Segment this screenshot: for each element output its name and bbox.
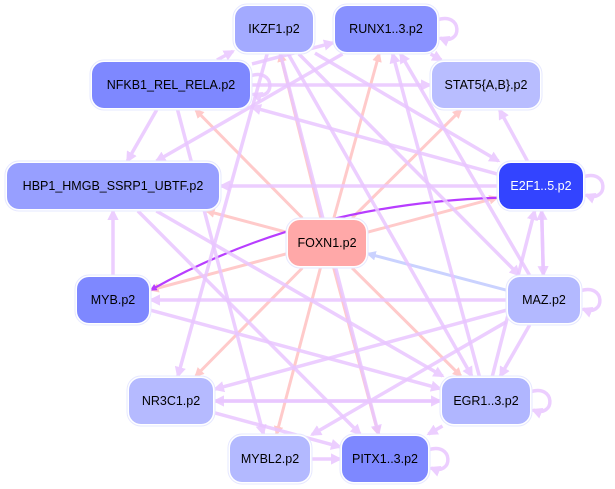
node-label: FOXN1.p2 bbox=[297, 236, 356, 250]
node-box bbox=[499, 163, 583, 209]
node-egr1[interactable]: EGR1..3.p2 bbox=[439, 375, 533, 427]
node-box bbox=[508, 277, 580, 323]
node-label: PITX1..3.p2 bbox=[352, 452, 418, 466]
node-box bbox=[235, 6, 313, 52]
node-label: STAT5{A,B}.p2 bbox=[445, 78, 528, 92]
node-label: MAZ.p2 bbox=[522, 293, 566, 307]
edge-foxn1-to-myb bbox=[149, 252, 287, 293]
node-label: MYB.p2 bbox=[91, 293, 136, 307]
edge-egr1-to-pitx1 bbox=[426, 424, 444, 436]
node-label: EGR1..3.p2 bbox=[453, 394, 518, 408]
node-label: E2F1..5.p2 bbox=[510, 179, 571, 193]
node-e2f1[interactable]: E2F1..5.p2 bbox=[496, 160, 586, 212]
node-box bbox=[129, 378, 213, 424]
edge-maz-to-runx1 bbox=[399, 52, 531, 276]
edge-e2f1-to-e2f1 bbox=[582, 173, 605, 204]
node-hbp1[interactable]: HBP1_HMGB_SSRP1_UBTF.p2 bbox=[4, 160, 222, 212]
edge-hbp1-to-pitx1 bbox=[136, 209, 362, 436]
edge-ikzf1-to-egr1 bbox=[286, 53, 474, 378]
edge-hbp1-to-egr1 bbox=[155, 209, 445, 378]
node-pitx1[interactable]: PITX1..3.p2 bbox=[339, 433, 431, 485]
edge-maz-to-foxn1 bbox=[366, 251, 507, 292]
node-box bbox=[288, 220, 366, 266]
edge-nfkb1-to-ikzf1 bbox=[216, 49, 235, 62]
node-label: RUNX1..3.p2 bbox=[349, 22, 423, 36]
node-box bbox=[230, 436, 310, 482]
node-label: NR3C1.p2 bbox=[142, 394, 200, 408]
edge-runx1-to-stat5 bbox=[429, 50, 444, 62]
node-myb[interactable]: MYB.p2 bbox=[74, 274, 152, 326]
edge-e2f1-to-nfkb1 bbox=[249, 104, 498, 176]
node-foxn1[interactable]: FOXN1.p2 bbox=[285, 217, 369, 269]
edge-nr3c1-to-pitx1 bbox=[214, 411, 343, 450]
edge-egr1-to-egr1 bbox=[529, 388, 552, 419]
node-box bbox=[7, 163, 219, 209]
edge-e2f1-to-stat5 bbox=[498, 108, 529, 162]
node-box bbox=[77, 277, 149, 323]
node-stat5[interactable]: STAT5{A,B}.p2 bbox=[429, 59, 543, 111]
edge-nfkb1-to-hbp1 bbox=[125, 109, 159, 163]
edge-nfkb1-to-nfkb1 bbox=[249, 72, 272, 103]
node-nfkb1[interactable]: NFKB1_REL_RELA.p2 bbox=[89, 59, 253, 111]
node-label: IKZF1.p2 bbox=[248, 22, 299, 36]
node-mybl2[interactable]: MYBL2.p2 bbox=[227, 433, 313, 485]
node-box bbox=[342, 436, 428, 482]
node-ikzf1[interactable]: IKZF1.p2 bbox=[232, 3, 316, 55]
edge-maz-to-e2f1 bbox=[536, 208, 548, 276]
edge-foxn1-to-egr1 bbox=[351, 266, 463, 378]
node-label: MYBL2.p2 bbox=[241, 452, 299, 466]
node-nr3c1[interactable]: NR3C1.p2 bbox=[126, 375, 216, 427]
edge-maz-to-nr3c1 bbox=[212, 308, 507, 393]
edge-foxn1-to-hbp1 bbox=[205, 208, 287, 234]
node-box bbox=[442, 378, 530, 424]
edge-ikzf1-to-e2f1 bbox=[314, 51, 501, 163]
edge-runx1-to-hbp1 bbox=[154, 52, 344, 163]
node-label: NFKB1_REL_RELA.p2 bbox=[107, 78, 236, 92]
edge-maz-to-egr1 bbox=[498, 324, 532, 378]
node-box bbox=[92, 62, 250, 108]
edge-foxn1-to-e2f1 bbox=[367, 195, 499, 234]
edge-myb-to-egr1 bbox=[150, 308, 443, 392]
node-runx1[interactable]: RUNX1..3.p2 bbox=[332, 3, 440, 55]
edge-pitx1-to-pitx1 bbox=[427, 446, 450, 477]
edge-maz-to-maz bbox=[579, 287, 602, 318]
node-label: HBP1_HMGB_SSRP1_UBTF.p2 bbox=[23, 179, 204, 193]
edge-ikzf1-to-maz bbox=[297, 52, 521, 277]
node-maz[interactable]: MAZ.p2 bbox=[505, 274, 583, 326]
node-box bbox=[432, 62, 540, 108]
edge-runx1-to-runx1 bbox=[436, 16, 459, 47]
node-box bbox=[335, 6, 437, 52]
